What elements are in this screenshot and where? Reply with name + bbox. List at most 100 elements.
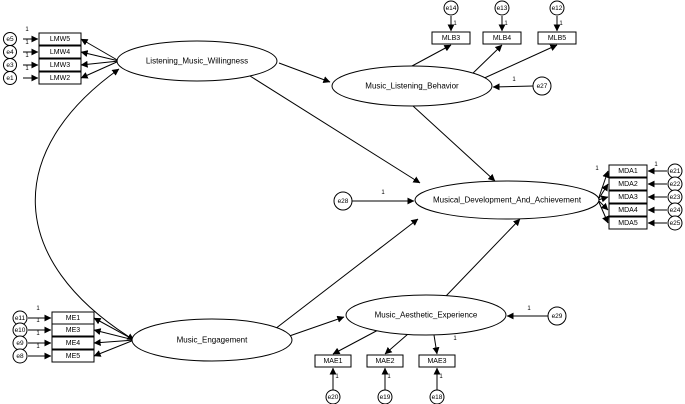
latent-me-label: Music_Engagement (177, 336, 248, 345)
loading-mae-mae1 (332, 328, 381, 355)
disturbance-e29-circle (547, 306, 567, 326)
loading-mlb-mlb3 (411, 44, 452, 67)
error-e18-circle (429, 389, 445, 404)
path-coefficient-label: 1 (335, 374, 339, 380)
path-coefficient-label: 1 (36, 306, 40, 312)
error-e24-label: e24 (670, 207, 681, 214)
error-e1-circle (3, 71, 17, 85)
disturbance-e28-circle (333, 191, 353, 211)
disturbance-e27-circle (532, 76, 552, 96)
path-coefficient-label: 1 (387, 374, 391, 380)
loading-mae-mae2 (384, 333, 409, 355)
loading-mlb-mlb5 (479, 44, 558, 81)
path-coefficient-label: 1 (25, 66, 29, 72)
error-e25-label: e25 (670, 220, 681, 227)
path-coefficient-label: 1 (25, 40, 29, 46)
error-e8-label: e8 (16, 353, 24, 360)
error-e14-circle (443, 0, 459, 16)
path-coefficient-label: 1 (453, 21, 457, 27)
error-e3-label: e3 (6, 62, 14, 69)
loading-me-me3 (93, 328, 135, 341)
path-mlb-to-mda (412, 105, 496, 182)
indicator-lmw3-label: LMW3 (50, 62, 70, 69)
path-me-to-mda (274, 218, 419, 330)
error-e22-label: e22 (670, 181, 681, 188)
loading-mda-mda4 (597, 199, 609, 211)
loading-lmw-lmw4 (80, 50, 120, 62)
error-e20-circle (325, 389, 341, 404)
path-lmw-to-mda (249, 75, 421, 184)
indicator-mlb4-label: MLB4 (493, 35, 511, 42)
covariance-lmw-me (34, 68, 135, 341)
diagram-connections (23, 16, 667, 390)
path-coefficient-label: 1 (512, 77, 516, 83)
indicator-mae1-label: MAE1 (323, 358, 342, 365)
path-coefficient-label: 1 (381, 190, 385, 196)
path-coefficient-label: 1 (25, 53, 29, 59)
loading-mlb-mlb4 (469, 44, 503, 77)
error-e21-label: e21 (670, 168, 681, 175)
path-lmw-to-mlb (278, 62, 331, 83)
error-e18-label: e18 (432, 394, 443, 401)
path-coefficient-label: 1 (654, 162, 658, 168)
indicator-lmw4-box (38, 45, 82, 59)
indicator-mlb3-label: MLB3 (442, 35, 460, 42)
error-e19-label: e19 (380, 394, 391, 401)
indicator-mae2-box (366, 354, 404, 368)
path-coefficient-label: 1 (25, 27, 29, 33)
error-e13-circle (494, 0, 510, 16)
indicator-mlb5-box (537, 31, 577, 45)
loading-me-me5 (93, 339, 135, 357)
indicator-me4-label: ME4 (66, 340, 81, 347)
path-coefficient-label: 1 (595, 166, 599, 172)
loading-me-me1 (93, 317, 135, 341)
error-e13-label: e13 (497, 5, 508, 12)
disturbance-e29-label: e29 (552, 313, 563, 320)
indicator-mae3-box (418, 354, 456, 368)
path-coefficient-label: 1 (439, 374, 443, 380)
error-e11-label: e11 (15, 315, 26, 322)
path-coefficient-label: 1 (504, 21, 508, 27)
indicator-me1-label: ME1 (66, 315, 81, 322)
indicator-mlb3-box (431, 31, 471, 45)
latent-mda-label: Musical_Development_And_Achievement (433, 196, 582, 205)
indicator-mda2-label: MDA2 (618, 181, 638, 188)
loading-lmw-lmw5 (80, 38, 120, 62)
error-e12-circle (549, 0, 565, 16)
indicator-lmw3-box (38, 58, 82, 72)
path-coefficient-label: 1 (36, 331, 40, 337)
error-e5-label: e5 (6, 36, 14, 43)
indicator-mda5-box (608, 216, 648, 230)
indicator-me3-label: ME3 (66, 327, 81, 334)
loading-mae-mae3 (432, 334, 440, 355)
latent-mda-ellipse (414, 180, 600, 220)
error-e23-label: e23 (670, 194, 681, 201)
indicator-mda3-box (608, 190, 648, 204)
indicator-me4-box (51, 336, 95, 350)
indicator-mda2-box (608, 177, 648, 191)
path-mae-to-mda (445, 218, 521, 297)
indicator-mda5-label: MDA5 (618, 220, 638, 227)
indicator-me5-label: ME5 (66, 353, 81, 360)
loading-lmw-lmw2 (80, 60, 120, 79)
error-e8-circle (12, 348, 28, 364)
disturbance-e27-label: e27 (537, 83, 548, 90)
indicator-lmw2-box (38, 71, 82, 85)
latent-mlb-label: Music_Listening_Behavior (365, 82, 459, 91)
indicator-mda1-label: MDA1 (618, 168, 638, 175)
loading-mda-mda2 (597, 183, 609, 201)
path-coefficient-label: 1 (36, 318, 40, 324)
error-e1-label: e1 (6, 75, 14, 82)
path-coefficient-label: 1 (453, 336, 457, 342)
latent-mae-label: Music_Aesthetic_Experience (375, 311, 478, 320)
indicator-lmw4-label: LMW4 (50, 49, 70, 56)
indicator-mae1-box (314, 354, 352, 368)
indicator-mlb5-label: MLB5 (548, 35, 566, 42)
latent-mae-ellipse (345, 294, 507, 336)
indicator-lmw5-label: LMW5 (50, 36, 70, 43)
error-e9-label: e9 (16, 340, 24, 347)
latent-lmw-ellipse (116, 40, 278, 82)
indicator-mlb4-box (482, 31, 522, 45)
indicator-mae2-label: MAE2 (375, 358, 394, 365)
